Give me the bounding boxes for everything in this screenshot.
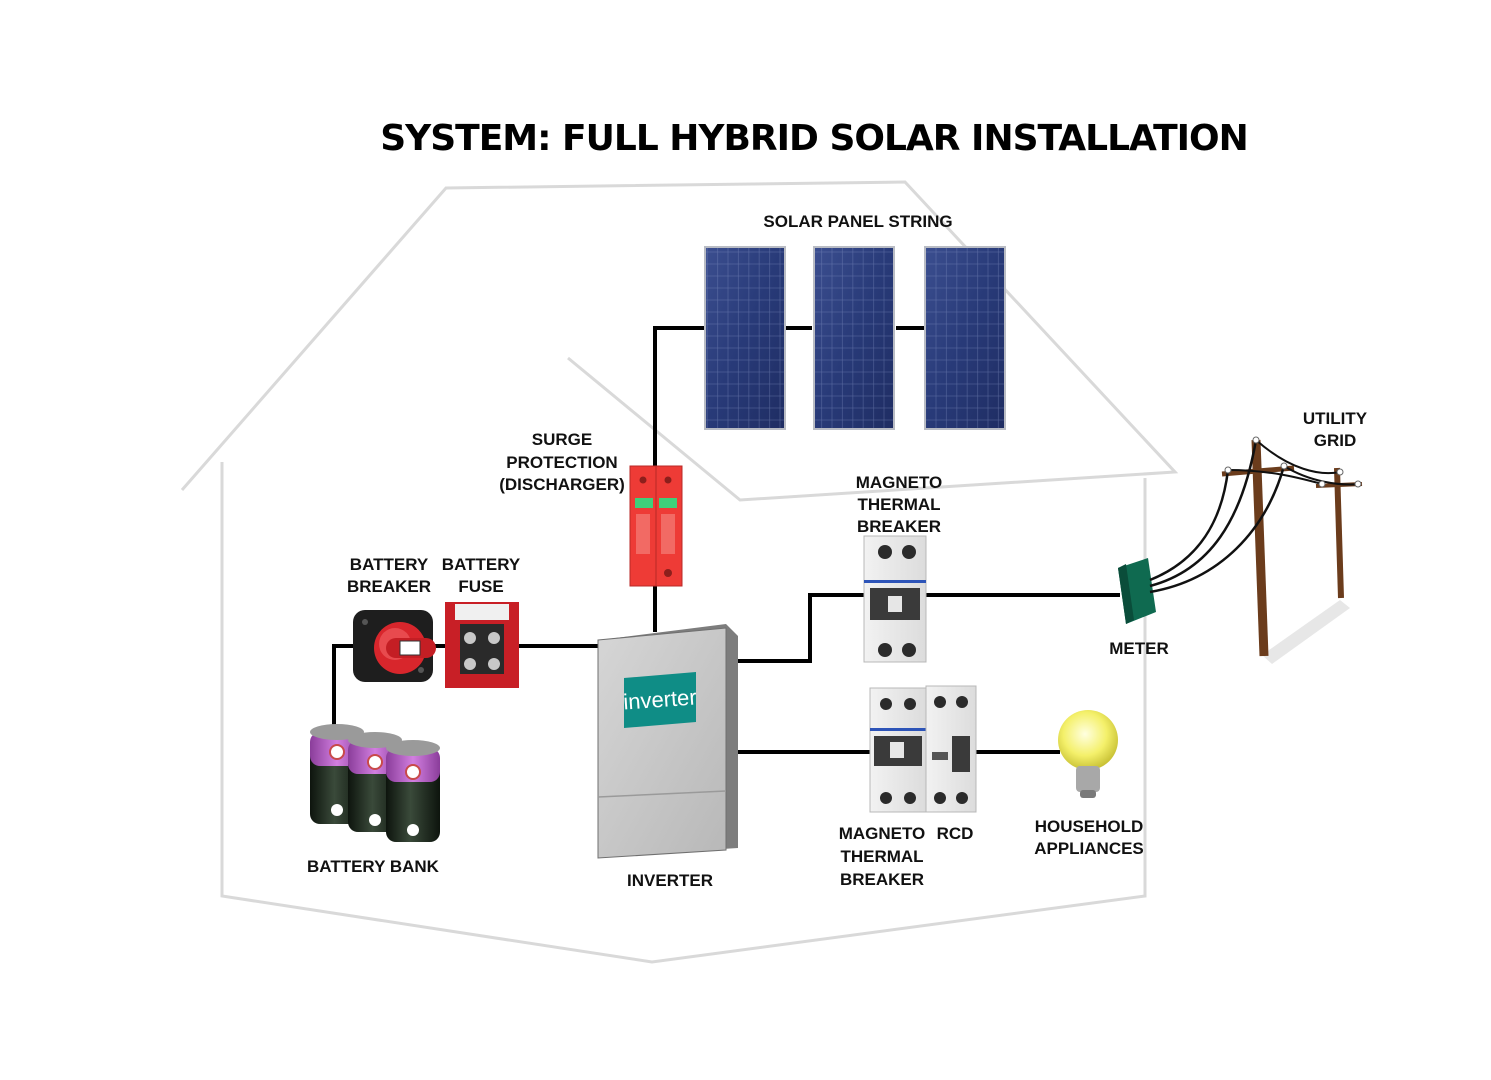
label-magneto-thermal-breaker-top: MAGNETO THERMAL BREAKER — [856, 473, 943, 536]
magneto-thermal-breaker-top — [863, 535, 927, 663]
label-line: HOUSEHOLD — [1035, 817, 1144, 836]
light-bulb — [1058, 710, 1118, 798]
label-battery-breaker: BATTERY BREAKER — [347, 555, 431, 596]
label-line: THERMAL — [857, 495, 940, 514]
label-inverter: INVERTER — [627, 871, 713, 890]
label-battery-bank: BATTERY BANK — [307, 857, 440, 876]
label-line: UTILITY — [1303, 409, 1368, 428]
solar-panel — [924, 246, 1006, 430]
inverter-screen-text: inverter — [623, 684, 698, 714]
label-line: BREAKER — [840, 870, 924, 889]
diagram-title: SYSTEM: FULL HYBRID SOLAR INSTALLATION — [380, 118, 1248, 159]
inverter-unit: inverter — [597, 624, 738, 859]
label-line: SURGE — [532, 430, 592, 449]
label-line: PROTECTION — [506, 453, 617, 472]
label-battery-fuse: BATTERY FUSE — [442, 555, 521, 596]
electric-meter — [1118, 558, 1156, 624]
label-line: BATTERY — [442, 555, 521, 574]
label-meter: METER — [1109, 639, 1169, 658]
inverter-screen — [624, 672, 696, 728]
label-line: APPLIANCES — [1034, 839, 1144, 858]
label-line: GRID — [1314, 431, 1357, 450]
label-household-appliances: HOUSEHOLD APPLIANCES — [1034, 817, 1144, 858]
battery-fuse — [445, 602, 519, 688]
label-line: (DISCHARGER) — [499, 475, 625, 494]
house-outline — [180, 180, 1179, 964]
solar-panel — [704, 246, 786, 430]
label-line: MAGNETO — [839, 824, 926, 843]
label-line: BREAKER — [347, 577, 431, 596]
label-solar-panel-string: SOLAR PANEL STRING — [763, 212, 952, 231]
battery-bank — [310, 724, 440, 842]
label-line: THERMAL — [840, 847, 923, 866]
solar-panel — [813, 246, 895, 430]
label-line: FUSE — [458, 577, 503, 596]
battery-cell — [386, 740, 440, 842]
magneto-thermal-breaker-bottom — [869, 687, 927, 813]
label-magneto-thermal-breaker-bottom: MAGNETO THERMAL BREAKER — [839, 824, 926, 889]
label-line: MAGNETO — [856, 473, 943, 492]
battery-breaker — [353, 610, 436, 682]
solar-panel-string — [704, 246, 1006, 430]
surge-protector — [629, 465, 683, 587]
wiring — [332, 326, 1120, 754]
utility-grid-poles — [1149, 436, 1363, 664]
label-line: BATTERY — [350, 555, 429, 574]
label-surge-protection: SURGE PROTECTION (DISCHARGER) — [499, 430, 625, 494]
label-line: BREAKER — [857, 517, 941, 536]
label-rcd: RCD — [937, 824, 974, 843]
label-utility-grid: UTILITY GRID — [1303, 409, 1368, 450]
rcd-device — [925, 685, 977, 813]
